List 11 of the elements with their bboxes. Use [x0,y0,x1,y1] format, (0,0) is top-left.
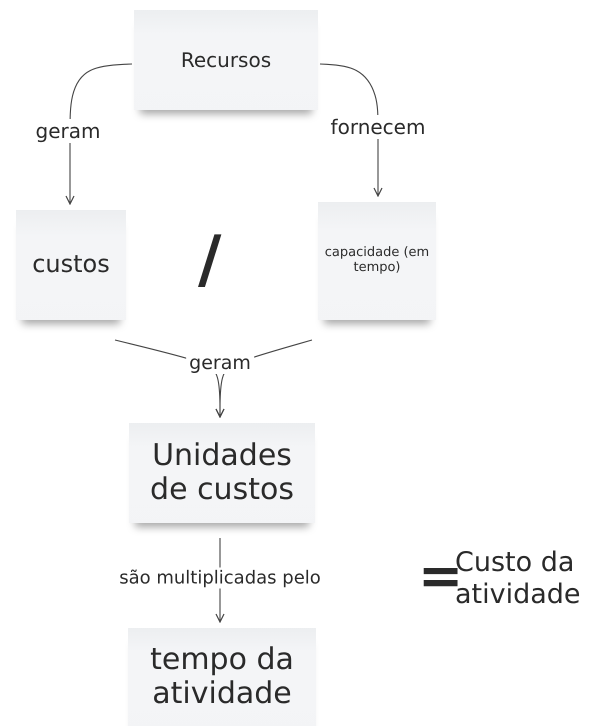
note-card [129,423,315,523]
node-text: capacidade (em tempo) [324,246,430,276]
note-card [318,202,436,320]
note-card [134,10,318,110]
node-text: Recursos [180,48,272,72]
node-text: custos [32,251,110,279]
node-text: Unidades de custos [149,438,295,508]
division-sign: / [198,228,222,292]
node-text: tempo da atividade [149,642,295,712]
note-card [16,210,126,320]
equals-sign: = [418,549,458,603]
